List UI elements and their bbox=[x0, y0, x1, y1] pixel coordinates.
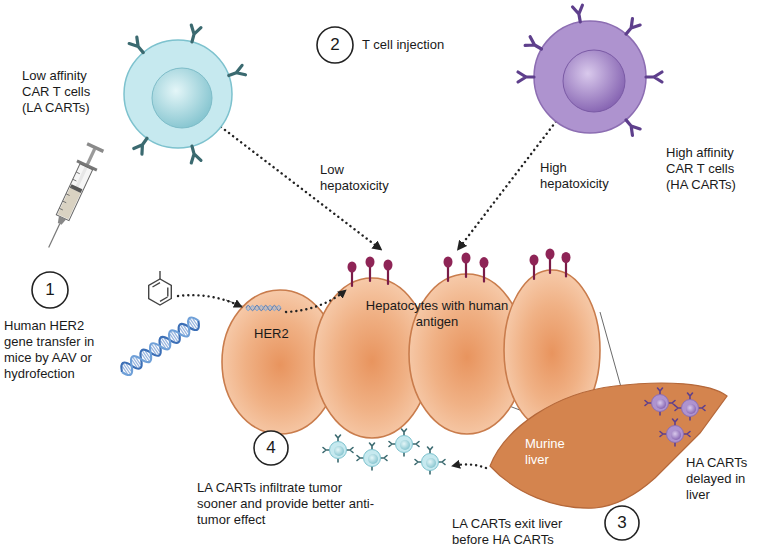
step-number: 1 bbox=[31, 271, 69, 309]
callout-number: 4 bbox=[253, 430, 289, 466]
callout-number: 3 bbox=[604, 505, 640, 541]
syringe-part bbox=[58, 188, 81, 219]
step-number-outline-part bbox=[32, 272, 68, 308]
exit-arrow bbox=[452, 464, 486, 468]
liver-shape-outline-part bbox=[645, 388, 675, 415]
step-number: 2 bbox=[316, 26, 354, 64]
hepatocyte-band-outline-part bbox=[565, 263, 567, 277]
gene-label: HER2 bbox=[254, 326, 304, 342]
syringe-part bbox=[56, 216, 66, 226]
hepatocyte-band-outline-part bbox=[480, 257, 489, 268]
hepatocyte-band-outline-part bbox=[533, 265, 535, 279]
arrow-note: Low hepatoxicity bbox=[320, 162, 400, 194]
hepatocyte-band-outline-part bbox=[348, 262, 357, 273]
la-cart-cell-outline-part bbox=[134, 135, 151, 154]
callout-number: 2 bbox=[316, 26, 354, 64]
la-cart-cell-outline bbox=[122, 38, 234, 150]
liver-shape-outline-part bbox=[660, 419, 690, 446]
la-cart-cell: Low affinity CAR T cells (LA CARTs) bbox=[122, 38, 234, 150]
ha-cart-cell: High affinity CAR T cells (HA CARTs) bbox=[532, 19, 648, 135]
ha-cart-cell-outline-part bbox=[622, 117, 640, 136]
syringe-part bbox=[59, 172, 80, 210]
molecule-part bbox=[159, 271, 160, 279]
cell-label: Low affinity CAR T cells (LA CARTs) bbox=[22, 68, 110, 116]
molecule bbox=[149, 271, 172, 305]
cell-label: High affinity CAR T cells (HA CARTs) bbox=[666, 145, 750, 193]
step-number: 4 bbox=[253, 430, 289, 466]
hepatocyte-band-outline-part bbox=[286, 290, 346, 312]
step-note: Human HER2 gene transfer in mice by AAV … bbox=[4, 318, 116, 382]
ha-cart-cell-outline bbox=[532, 19, 648, 135]
hepatocyte-band-outline-part bbox=[384, 260, 393, 271]
hepatocyte-band-outline-part bbox=[483, 268, 485, 282]
la-cart-cell-outline-part bbox=[187, 25, 201, 43]
hepatocyte-band-outline-part bbox=[246, 305, 281, 310]
step-number: 3 bbox=[604, 505, 640, 541]
step-note: LA CARTs exit liver before HA CARTs bbox=[452, 516, 594, 548]
step-number-outline-part bbox=[254, 431, 288, 465]
hepatocyte-band-outline-part bbox=[366, 257, 375, 268]
syringe-part bbox=[86, 142, 104, 153]
syringe-part bbox=[56, 164, 92, 221]
la-cart-cell-outline-part bbox=[227, 65, 245, 80]
la-cart-cell-outline-part bbox=[124, 40, 232, 148]
step-note: LA CARTs infiltrate tumor sooner and pro… bbox=[197, 480, 377, 528]
hepatocyte-band-outline-part bbox=[351, 272, 353, 286]
la-cart-cell-outline-part bbox=[129, 37, 147, 56]
la-cart-cell-outline-part bbox=[187, 145, 201, 163]
hepatocyte-band-outline-part bbox=[444, 257, 453, 268]
callout-number: 1 bbox=[31, 271, 69, 309]
hepatocyte-band-outline-part bbox=[178, 295, 242, 307]
hepatocyte-band-outline-part bbox=[447, 267, 449, 281]
hepatocyte-band-outline-part bbox=[465, 263, 467, 277]
ha-cart-cell-outline-part bbox=[646, 72, 662, 82]
step-number-outline-part bbox=[605, 506, 639, 540]
molecule-part bbox=[153, 283, 168, 302]
syringe bbox=[39, 141, 106, 252]
hepatocyte-band-outline-part bbox=[562, 252, 571, 263]
dna-helix bbox=[118, 315, 202, 378]
ha-cart-cell-outline-part bbox=[563, 50, 625, 112]
syringe-part bbox=[49, 224, 60, 248]
tumor-cart-cells-part bbox=[323, 435, 353, 462]
hepatocyte-band-outline-part bbox=[462, 253, 471, 264]
la-cart-cell-outline-part bbox=[152, 68, 212, 128]
step-number-outline-part bbox=[317, 27, 353, 63]
ha-cart-cell-outline-part bbox=[518, 72, 534, 82]
ha-cart-cell-outline-part bbox=[525, 37, 544, 54]
step-note: T cell injection bbox=[362, 37, 492, 53]
ha-cart-cell-outline-part bbox=[622, 19, 640, 38]
liver-label: Murine liver bbox=[525, 436, 585, 468]
ha-cart-cell-outline-part bbox=[534, 21, 646, 133]
liver-note: HA CARTs delayed in liver bbox=[686, 455, 752, 503]
hepatocyte-band-outline-part bbox=[530, 255, 539, 266]
ha-cart-cell-outline-part bbox=[573, 5, 586, 22]
hepatocyte-band-outline-part bbox=[549, 259, 551, 273]
hepatocyte-band-outline-part bbox=[387, 270, 389, 284]
arrow-note: High hepatoxicity bbox=[540, 160, 622, 192]
hepatocyte-band-outline-part bbox=[369, 267, 371, 281]
syringe-part bbox=[70, 184, 83, 193]
hepatocyte-band-outline-part bbox=[546, 249, 555, 260]
tumor-cart-cells-part bbox=[415, 447, 445, 474]
tumor-cart-cells-part bbox=[357, 443, 387, 470]
band-label: Hepatocytes with human antigen bbox=[362, 298, 512, 330]
molecule-part bbox=[149, 279, 172, 305]
liver-shape-outline-part bbox=[675, 393, 705, 420]
